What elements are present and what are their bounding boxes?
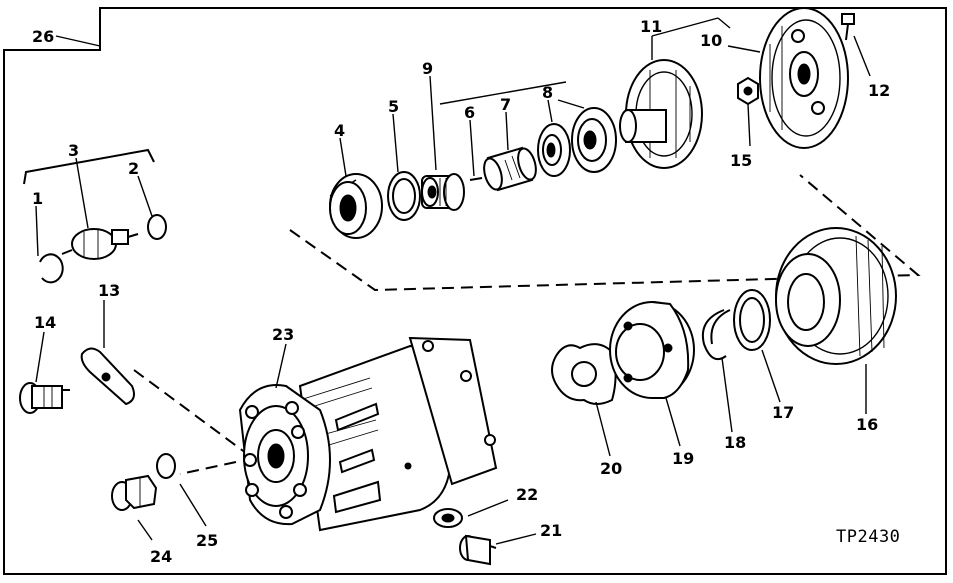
- label-24: 24: [150, 547, 172, 566]
- label-12: 12: [868, 81, 890, 100]
- label-14: 14: [34, 313, 56, 332]
- label-9: 9: [422, 59, 433, 78]
- label-22: 22: [516, 485, 538, 504]
- leader-lines: [35, 17, 871, 545]
- part-8-bearings: [537, 107, 617, 177]
- part-7-sleeve: [483, 146, 537, 192]
- label-10: 10: [700, 31, 722, 50]
- part-23-compressor: [238, 336, 498, 532]
- label-7: 7: [500, 95, 511, 114]
- part-13-plate: [80, 347, 135, 406]
- label-2: 2: [128, 159, 139, 178]
- figure-border: [3, 7, 947, 575]
- label-16: 16: [856, 415, 878, 434]
- label-25: 25: [196, 531, 218, 550]
- part-12-bolt: [841, 13, 855, 41]
- label-4: 4: [334, 121, 345, 140]
- part-18-snap-ring: [702, 309, 731, 360]
- part-6-pin: [469, 177, 483, 181]
- part-9-shaft-seal: [421, 173, 465, 211]
- part-15-nut: [737, 76, 759, 106]
- label-5: 5: [388, 97, 399, 116]
- bracket-1-2-3: [23, 148, 155, 185]
- part-21-bolt: [459, 534, 497, 566]
- part-19-rotor: [609, 301, 695, 399]
- label-26: 26: [32, 27, 54, 46]
- label-18: 18: [724, 433, 746, 452]
- part-11-hub: [619, 59, 703, 169]
- label-6: 6: [464, 103, 475, 122]
- figure-reference: TP2430: [836, 527, 900, 547]
- upper-group-outline: [289, 174, 921, 292]
- part-10-drive-plate: [759, 7, 849, 149]
- part-3-valve: [61, 228, 139, 260]
- label-11: 11: [640, 17, 662, 36]
- label-1: 1: [32, 189, 43, 208]
- dashed-lead-25: [179, 461, 237, 475]
- part-4-bearing: [329, 173, 383, 239]
- part-5-seal-ring: [387, 171, 421, 221]
- dashed-lead-13: [133, 369, 251, 457]
- label-13: 13: [98, 281, 120, 300]
- part-24-fitting: [111, 474, 158, 511]
- label-23: 23: [272, 325, 294, 344]
- part-17-spacer: [733, 289, 771, 351]
- part-20-shim: [551, 343, 617, 405]
- part-25-o-ring: [156, 453, 176, 479]
- label-19: 19: [672, 449, 694, 468]
- label-8: 8: [542, 83, 553, 102]
- part-2-o-ring: [147, 214, 167, 240]
- label-15: 15: [730, 151, 752, 170]
- part-22-washer: [433, 508, 463, 528]
- label-17: 17: [772, 403, 794, 422]
- label-20: 20: [600, 459, 622, 478]
- label-3: 3: [68, 141, 79, 160]
- part-1-snap-ring: [39, 253, 64, 284]
- part-16-pulley: [775, 227, 897, 365]
- part-14-bolt: [19, 382, 70, 414]
- label-21: 21: [540, 521, 562, 540]
